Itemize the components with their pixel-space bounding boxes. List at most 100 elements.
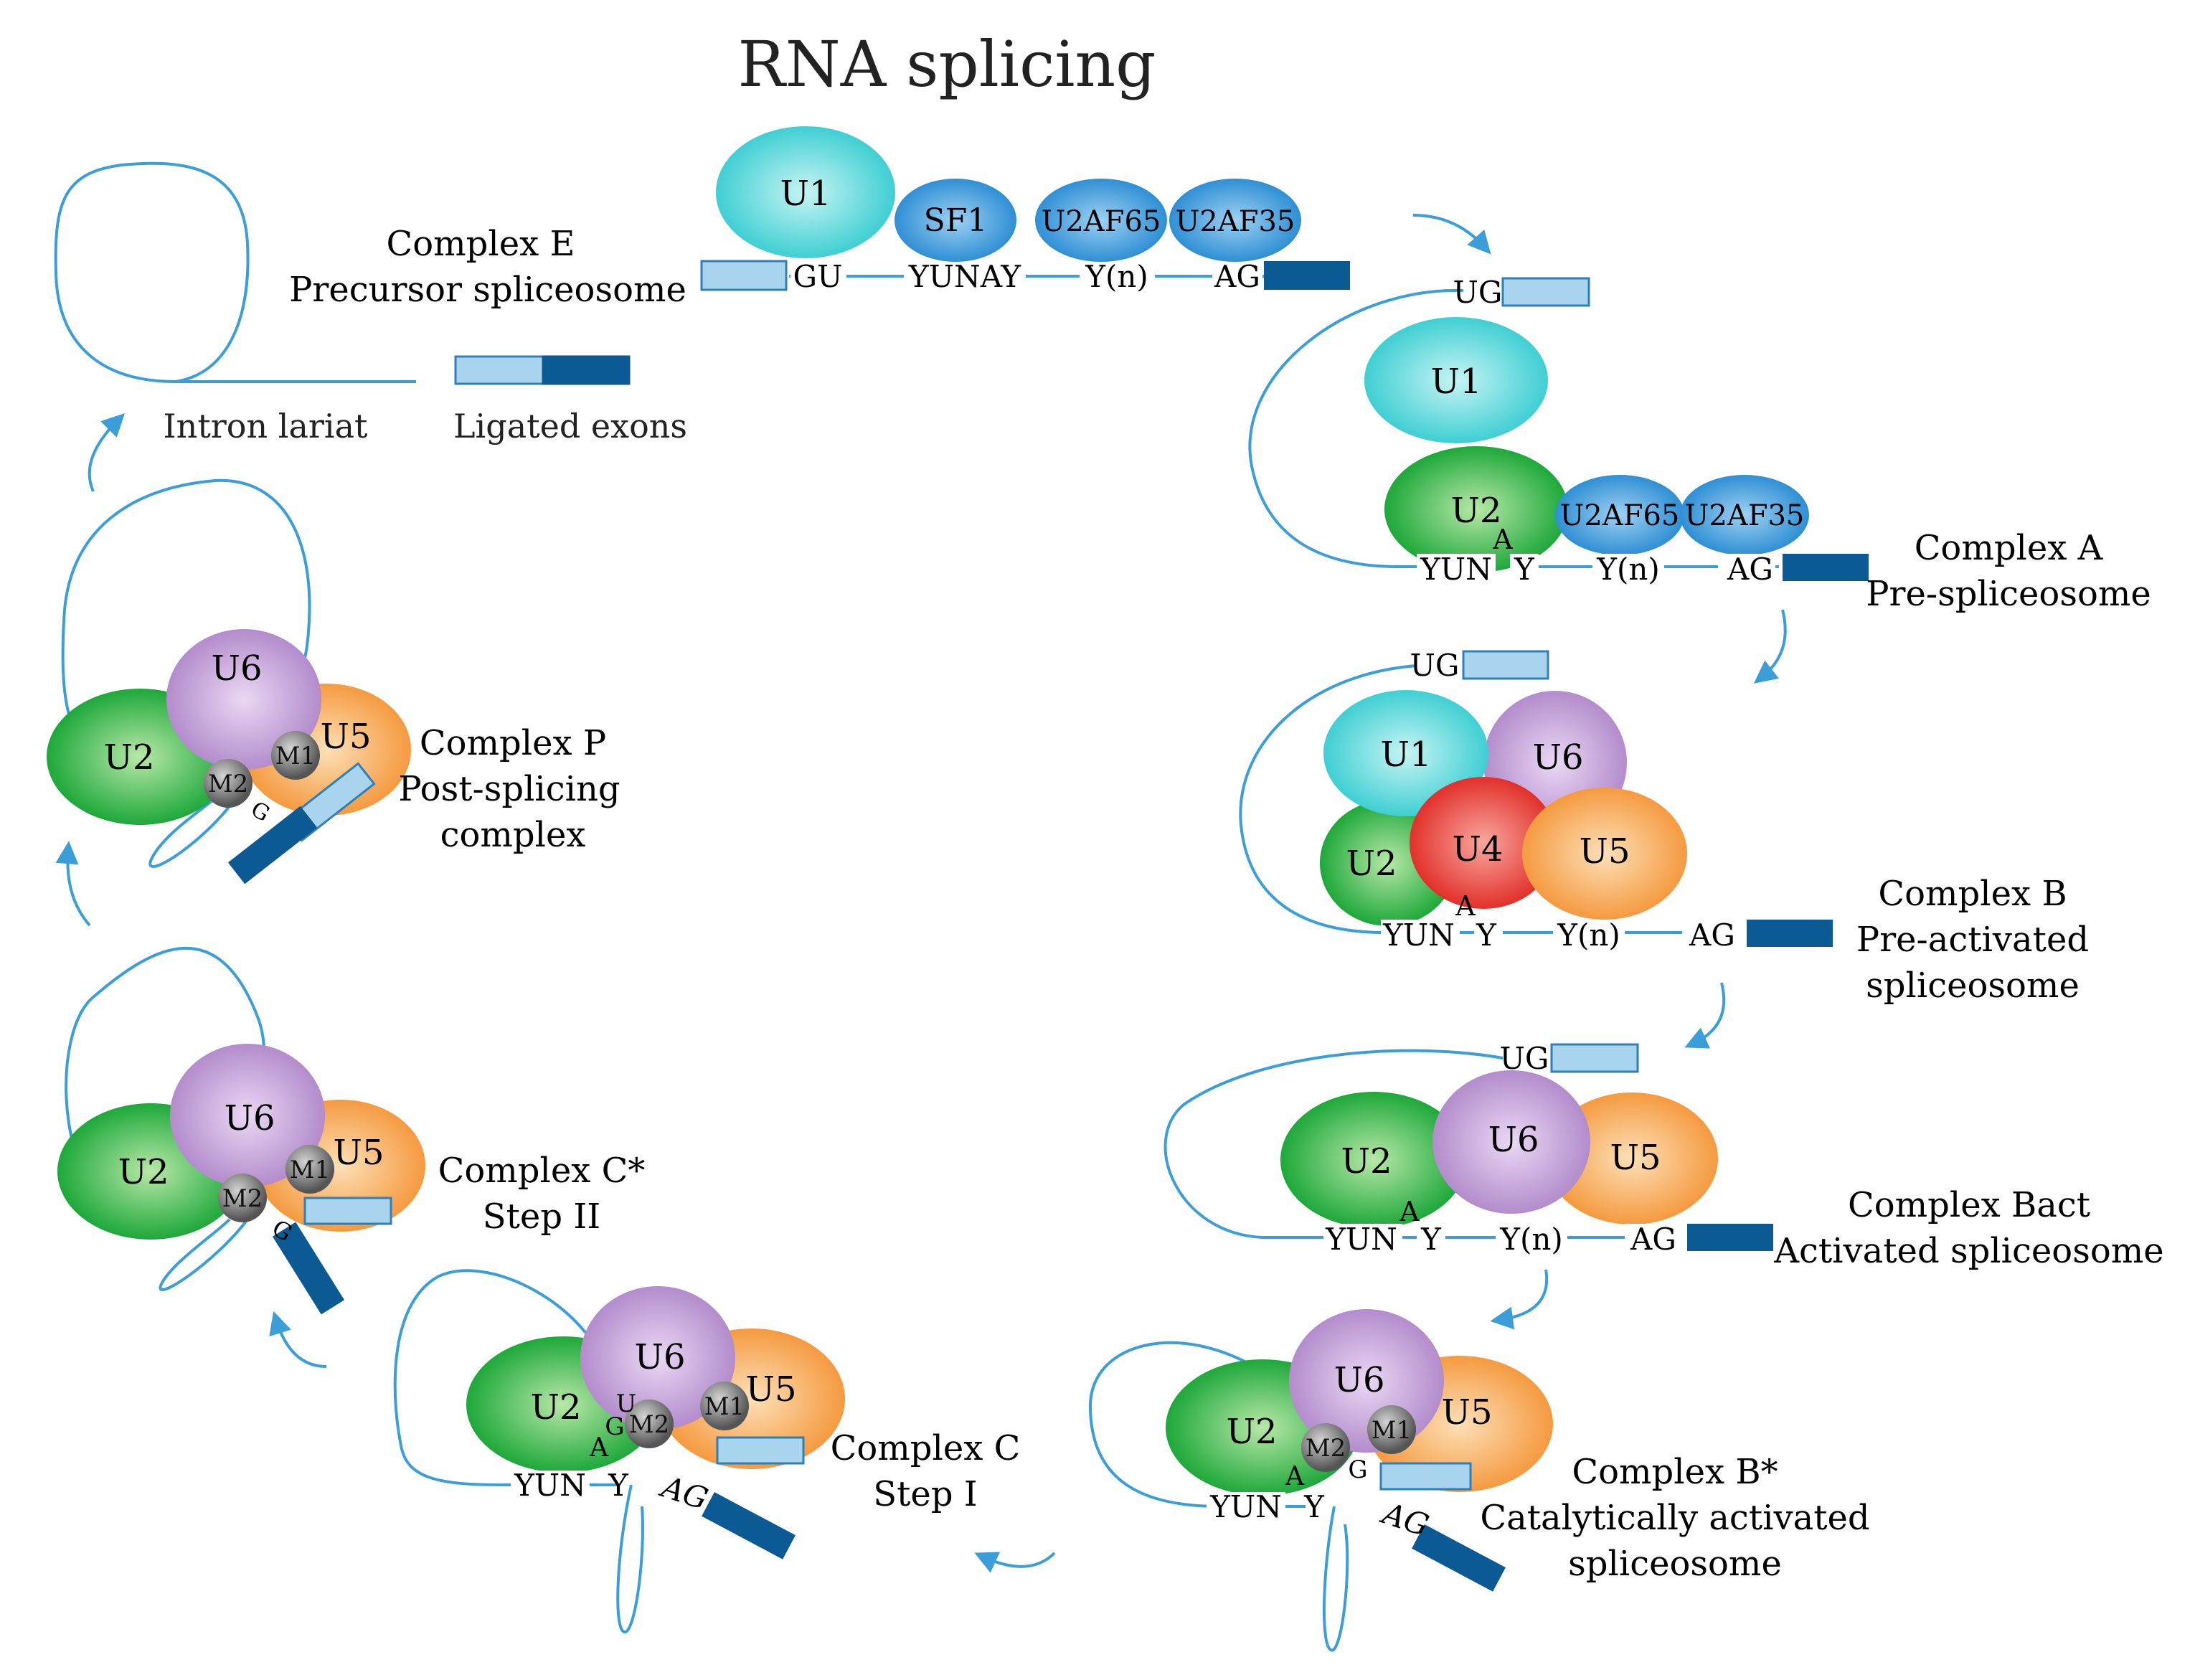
- exon-3prime-e: [1264, 261, 1350, 290]
- seq-ag: AG: [1689, 917, 1735, 953]
- seq-yn: Y(n): [1085, 259, 1148, 294]
- u2af35-label: U2AF35: [1176, 205, 1295, 238]
- arrow-a-to-b: [1753, 609, 1787, 684]
- u6-label: U6: [1533, 737, 1584, 778]
- complex-bact-desc: Activated spliceosome: [1773, 1231, 2163, 1271]
- seq-g: G: [605, 1412, 624, 1441]
- u1-label: U1: [1431, 362, 1482, 402]
- u2af35-protein: [1169, 179, 1301, 262]
- arrow-bstar-to-c: [974, 1552, 1056, 1573]
- arrow-cstar-to-p: [55, 841, 91, 927]
- seq-yun: YUN: [1420, 552, 1492, 587]
- u6-label: U6: [225, 1098, 275, 1138]
- seq-yn: Y(n): [1499, 1222, 1563, 1257]
- u2-label: U2: [1227, 1412, 1278, 1452]
- complex-bact-group: UG U2 U6 U5 A YUN Y Y(n) AG Complex Bact…: [1163, 1041, 2164, 1271]
- seq-g: G: [247, 797, 274, 827]
- seq-yn: Y(n): [1557, 917, 1620, 953]
- m2-label: M2: [222, 1184, 263, 1213]
- u6-label: U6: [212, 648, 263, 689]
- complex-b-desc1: Pre-activated: [1856, 920, 2089, 960]
- m1-label: M1: [704, 1392, 745, 1421]
- complex-bstar-name: Complex B*: [1572, 1452, 1778, 1492]
- complex-cstar-name: Complex C*: [438, 1151, 646, 1191]
- complex-b-name: Complex B: [1878, 874, 2067, 914]
- u5-label: U5: [1580, 831, 1630, 872]
- u2-label: U2: [104, 737, 155, 778]
- complex-a-group: UG U2 U1 U2AF65 U2AF35 A YUN Y Y(n) AG C…: [1248, 275, 2151, 614]
- products-group: Intron lariat Ligated exons: [54, 161, 687, 445]
- seq-ag: AG: [1214, 259, 1260, 294]
- complex-e-group: GU YUNAY Y(n) AG U1 SF1 U2AF65 U2AF35 Co…: [289, 126, 1350, 310]
- complex-cstar-desc: Step II: [483, 1197, 600, 1237]
- seq-yn: Y(n): [1596, 552, 1660, 587]
- seq-yun: YUN: [514, 1468, 586, 1503]
- u4-label: U4: [1453, 829, 1504, 869]
- seq-ug: UG: [1500, 1041, 1549, 1076]
- m2-label: M2: [629, 1410, 669, 1439]
- seq-a: A: [1455, 890, 1476, 922]
- ligated-exon-3prime: [542, 355, 631, 385]
- seq-y: Y: [608, 1468, 629, 1503]
- m1-label: M1: [275, 742, 316, 770]
- arrow-b-to-bact: [1684, 982, 1726, 1049]
- complex-p-desc2: complex: [440, 815, 586, 855]
- seq-y: Y: [1303, 1489, 1325, 1524]
- complex-p-name: Complex P: [420, 723, 606, 763]
- u2af35-label: U2AF35: [1685, 499, 1805, 532]
- intron-lariat-loop: [54, 161, 416, 383]
- seq-yunay: YUNAY: [908, 259, 1022, 294]
- u2af65-label: U2AF65: [1042, 205, 1161, 238]
- complex-p-group: U2 U6 U5 M2 M1 G Complex P Post-splicing…: [47, 478, 620, 884]
- seq-a: A: [1492, 524, 1513, 555]
- seq-yun: YUN: [1209, 1489, 1282, 1524]
- seq-a: A: [1399, 1196, 1420, 1227]
- cycle-arrows: [55, 214, 1787, 1573]
- intron-lariat-label: Intron lariat: [164, 407, 368, 445]
- m1-label: M1: [1372, 1416, 1412, 1445]
- complex-cstar-group: U2 U6 U5 M2 M1 G Complex C* Step II: [57, 946, 646, 1315]
- u5-label: U5: [334, 1133, 384, 1173]
- seq-ug: UG: [1453, 275, 1503, 310]
- complex-c-desc: Step I: [873, 1474, 978, 1514]
- seq-ag: AG: [1630, 1222, 1676, 1257]
- m1-label: M1: [290, 1156, 330, 1184]
- complex-bact-name: Complex Bact: [1848, 1185, 2090, 1225]
- seq-y: Y: [1476, 917, 1497, 953]
- seq-ug: UG: [1410, 648, 1460, 683]
- complex-a-desc: Pre-spliceosome: [1866, 574, 2151, 614]
- seq-ag: AG: [655, 1468, 712, 1517]
- sf1-label: SF1: [924, 202, 988, 239]
- complex-b-group: UG U1 U6 U2 U4 U5 A YUN Y Y(n) AG Comple…: [1239, 648, 2089, 1006]
- u6-label: U6: [1334, 1360, 1385, 1400]
- sf1-protein: [894, 179, 1016, 262]
- u5-label: U5: [1610, 1138, 1661, 1178]
- complex-c-group: U2 U6 U5 M2 M1 U G A YUN Y AG Complex C …: [393, 1269, 1021, 1633]
- seq-gu: GU: [793, 259, 843, 294]
- seq-yun: YUN: [1325, 1222, 1397, 1257]
- complex-c-name: Complex C: [831, 1428, 1021, 1468]
- seq-y: Y: [1420, 1222, 1442, 1257]
- u2-label: U2: [1451, 491, 1502, 531]
- complex-e-desc: Precursor spliceosome: [289, 270, 686, 310]
- seq-y: Y: [1514, 552, 1535, 587]
- u5-label: U5: [321, 717, 372, 757]
- diagram-title: RNA splicing: [738, 27, 1156, 101]
- m2-label: M2: [208, 770, 248, 798]
- complex-bstar-desc2: spliceosome: [1568, 1544, 1782, 1584]
- m2-label: M2: [1306, 1434, 1346, 1463]
- u1-snrnp: [716, 126, 895, 258]
- ligated-exons-label: Ligated exons: [453, 407, 687, 445]
- u6-label: U6: [635, 1337, 686, 1377]
- ligated-exon-5prime: [454, 355, 544, 385]
- seq-a: A: [589, 1433, 609, 1463]
- seq-a: A: [1285, 1462, 1305, 1491]
- arrow-bact-to-bstar: [1490, 1269, 1549, 1330]
- complex-a-name: Complex A: [1915, 528, 2104, 568]
- complex-b-desc2: spliceosome: [1866, 966, 2080, 1006]
- seq-ag: AG: [1376, 1495, 1433, 1544]
- u2af65-label: U2AF65: [1560, 499, 1680, 532]
- seq-u: U: [616, 1389, 637, 1418]
- u2-label: U2: [118, 1152, 169, 1192]
